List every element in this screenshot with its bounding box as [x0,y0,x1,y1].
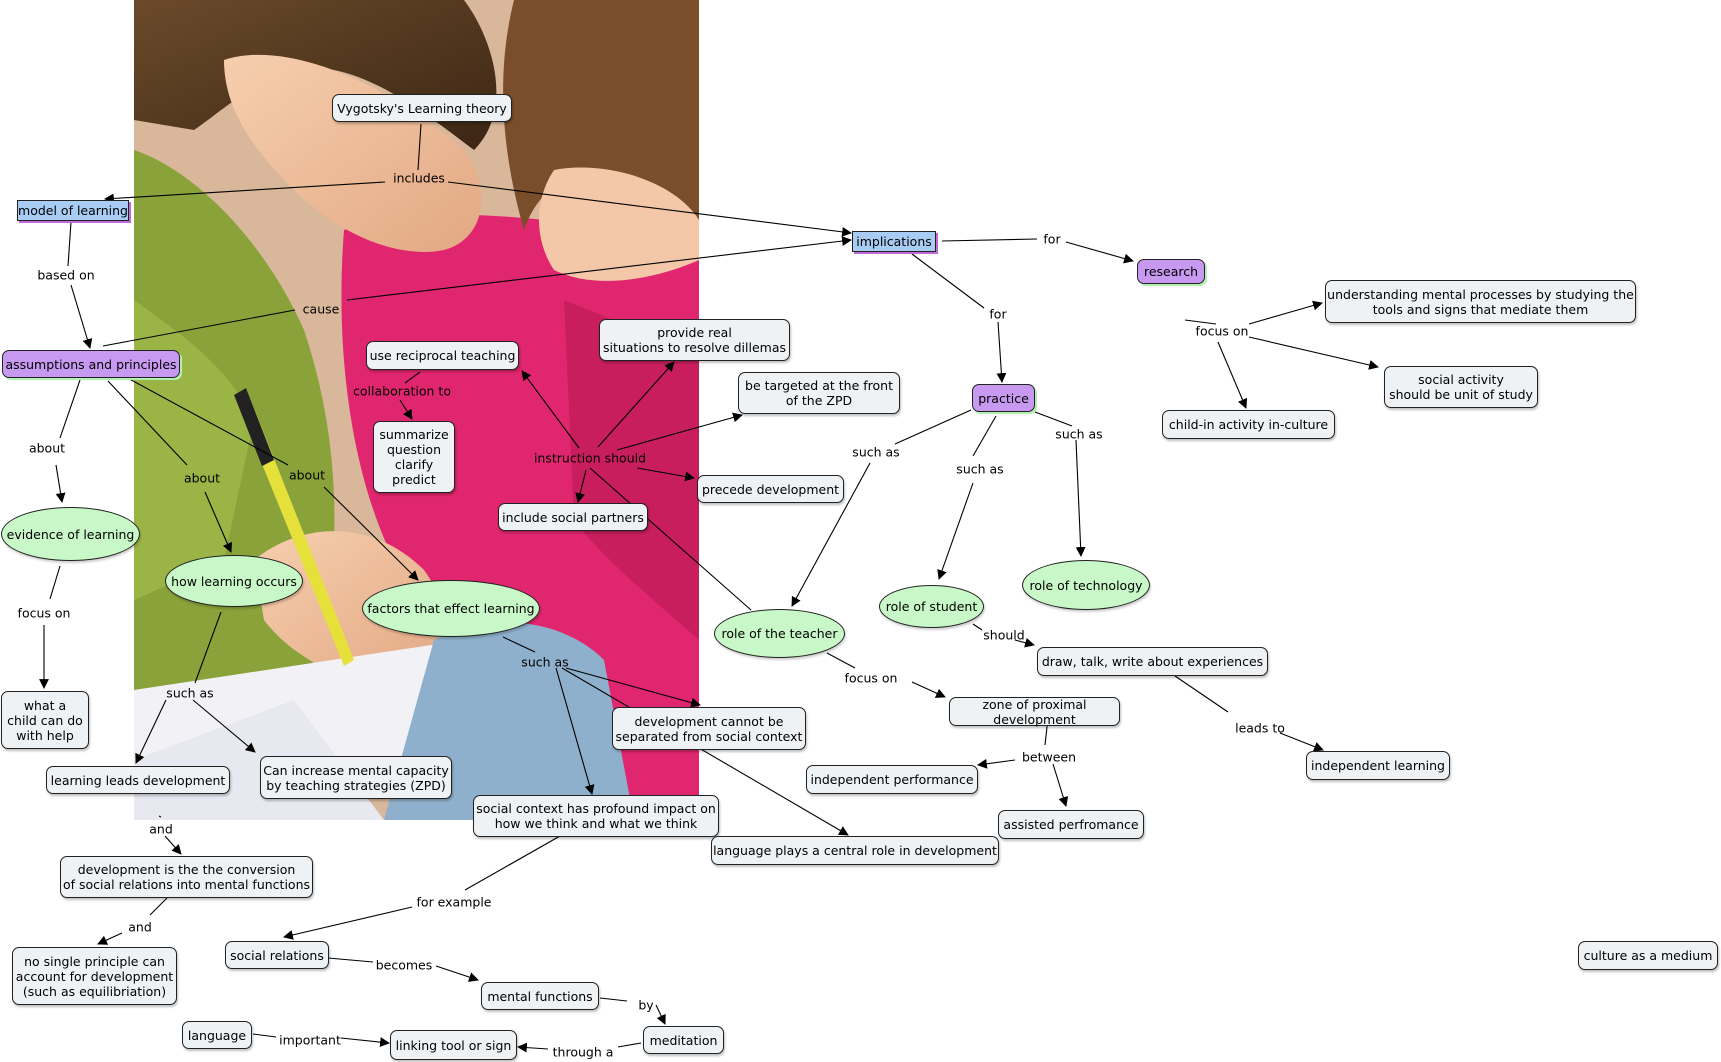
concept-vygotsky-learning-theory[interactable]: Vygotsky's Learning theory [332,94,512,122]
concept-can-increase-mental-capacity[interactable]: Can increase mental capacity by teaching… [260,756,452,799]
link-label-focus-on-evidence: focus on [18,606,71,621]
link-label-about-evidence: about [29,441,65,456]
link-label-about-how: about [184,471,220,486]
link-label-such-as-student: such as [956,462,1003,477]
link-label-such-as-how: such as [166,686,213,701]
concept-role-of-the-teacher[interactable]: role of the teacher [714,609,845,658]
concept-social-relations[interactable]: social relations [225,941,329,969]
concept-be-targeted-zpd[interactable]: be targeted at the front of the ZPD [738,372,900,414]
concept-provide-real-situations[interactable]: provide real situations to resolve dille… [599,319,790,361]
concept-linking-tool-or-sign[interactable]: linking tool or sign [390,1030,517,1060]
concept-summarize-question[interactable]: summarize question clarify predict [373,421,455,493]
link-label-focus-on-teacher: focus on [845,671,898,686]
concept-zone-of-proximal-development[interactable]: zone of proximal development [949,697,1120,726]
concept-role-of-student[interactable]: role of student [879,585,984,628]
concept-draw-talk-write[interactable]: draw, talk, write about experiences [1037,647,1268,676]
concept-independent-learning[interactable]: independent learning [1306,751,1450,780]
link-label-through-a: through a [553,1045,614,1060]
link-label-such-as-factors: such as [521,655,568,670]
concept-social-context-impact[interactable]: social context has profound impact on ho… [473,795,719,837]
concept-development-is-conversion[interactable]: development is the the conversion of soc… [60,856,313,898]
concept-implications[interactable]: implications [852,231,936,252]
link-label-for-research: for [1043,232,1060,247]
concept-role-of-technology[interactable]: role of technology [1022,560,1150,610]
concept-research[interactable]: research [1137,259,1205,284]
concept-practice[interactable]: practice [972,384,1035,412]
link-label-cause: cause [303,302,340,317]
link-label-collaboration-to: collaboration to [353,384,451,399]
link-label-for-example: for example [417,895,492,910]
concept-use-reciprocal-teaching[interactable]: use reciprocal teaching [366,341,519,370]
concept-assisted-performance[interactable]: assisted perfromance [998,810,1144,839]
concept-evidence-of-learning[interactable]: evidence of learning [1,507,140,561]
concept-development-cannot-be-separated[interactable]: development cannot be separated from soc… [612,707,806,750]
link-label-includes: includes [393,171,445,186]
concept-learning-leads-development[interactable]: learning leads development [46,766,230,794]
concept-child-in-activity[interactable]: child-in activity in-culture [1162,410,1335,439]
concept-include-social-partners[interactable]: include social partners [498,503,648,531]
concept-no-single-principle[interactable]: no single principle can account for deve… [12,947,177,1005]
link-label-for-practice: for [989,307,1006,322]
concept-assumptions-and-principles[interactable]: assumptions and principles [2,350,180,378]
photo-background [134,0,699,820]
link-label-leads-to: leads to [1235,721,1285,736]
link-label-becomes: becomes [376,958,433,973]
concept-social-activity[interactable]: social activity should be unit of study [1384,366,1538,408]
concept-language-plays-central-role[interactable]: language plays a central role in develop… [711,836,999,865]
link-label-and-2: and [128,920,152,935]
concept-understanding-mental-processes[interactable]: understanding mental processes by studyi… [1325,280,1636,323]
concept-mental-functions[interactable]: mental functions [481,982,599,1010]
concept-factors-that-effect-learning[interactable]: factors that effect learning [362,580,540,637]
link-label-such-as-teacher: such as [852,445,899,460]
link-label-should: should [983,628,1024,643]
concept-language[interactable]: language [182,1021,252,1049]
link-label-focus-on-research: focus on [1196,324,1249,339]
concept-independent-performance[interactable]: independent performance [806,765,978,794]
concept-what-a-child-can-do[interactable]: what a child can do with help [1,691,89,749]
concept-meditation[interactable]: meditation [643,1026,724,1054]
link-label-important: important [279,1033,341,1048]
link-label-between: between [1022,750,1076,765]
link-label-by: by [638,998,653,1013]
concept-model-of-learning[interactable]: model of learning [17,200,129,221]
link-label-instruction-should: instruction should [534,451,646,466]
concept-precede-development[interactable]: precede development [697,475,844,503]
link-label-and-1: and [149,822,173,837]
link-label-about-factors: about [289,468,325,483]
link-label-such-as-technology: such as [1055,427,1102,442]
concept-how-learning-occurs[interactable]: how learning occurs [165,555,303,607]
link-label-based-on: based on [37,268,94,283]
concept-culture-as-a-medium[interactable]: culture as a medium [1578,941,1718,970]
